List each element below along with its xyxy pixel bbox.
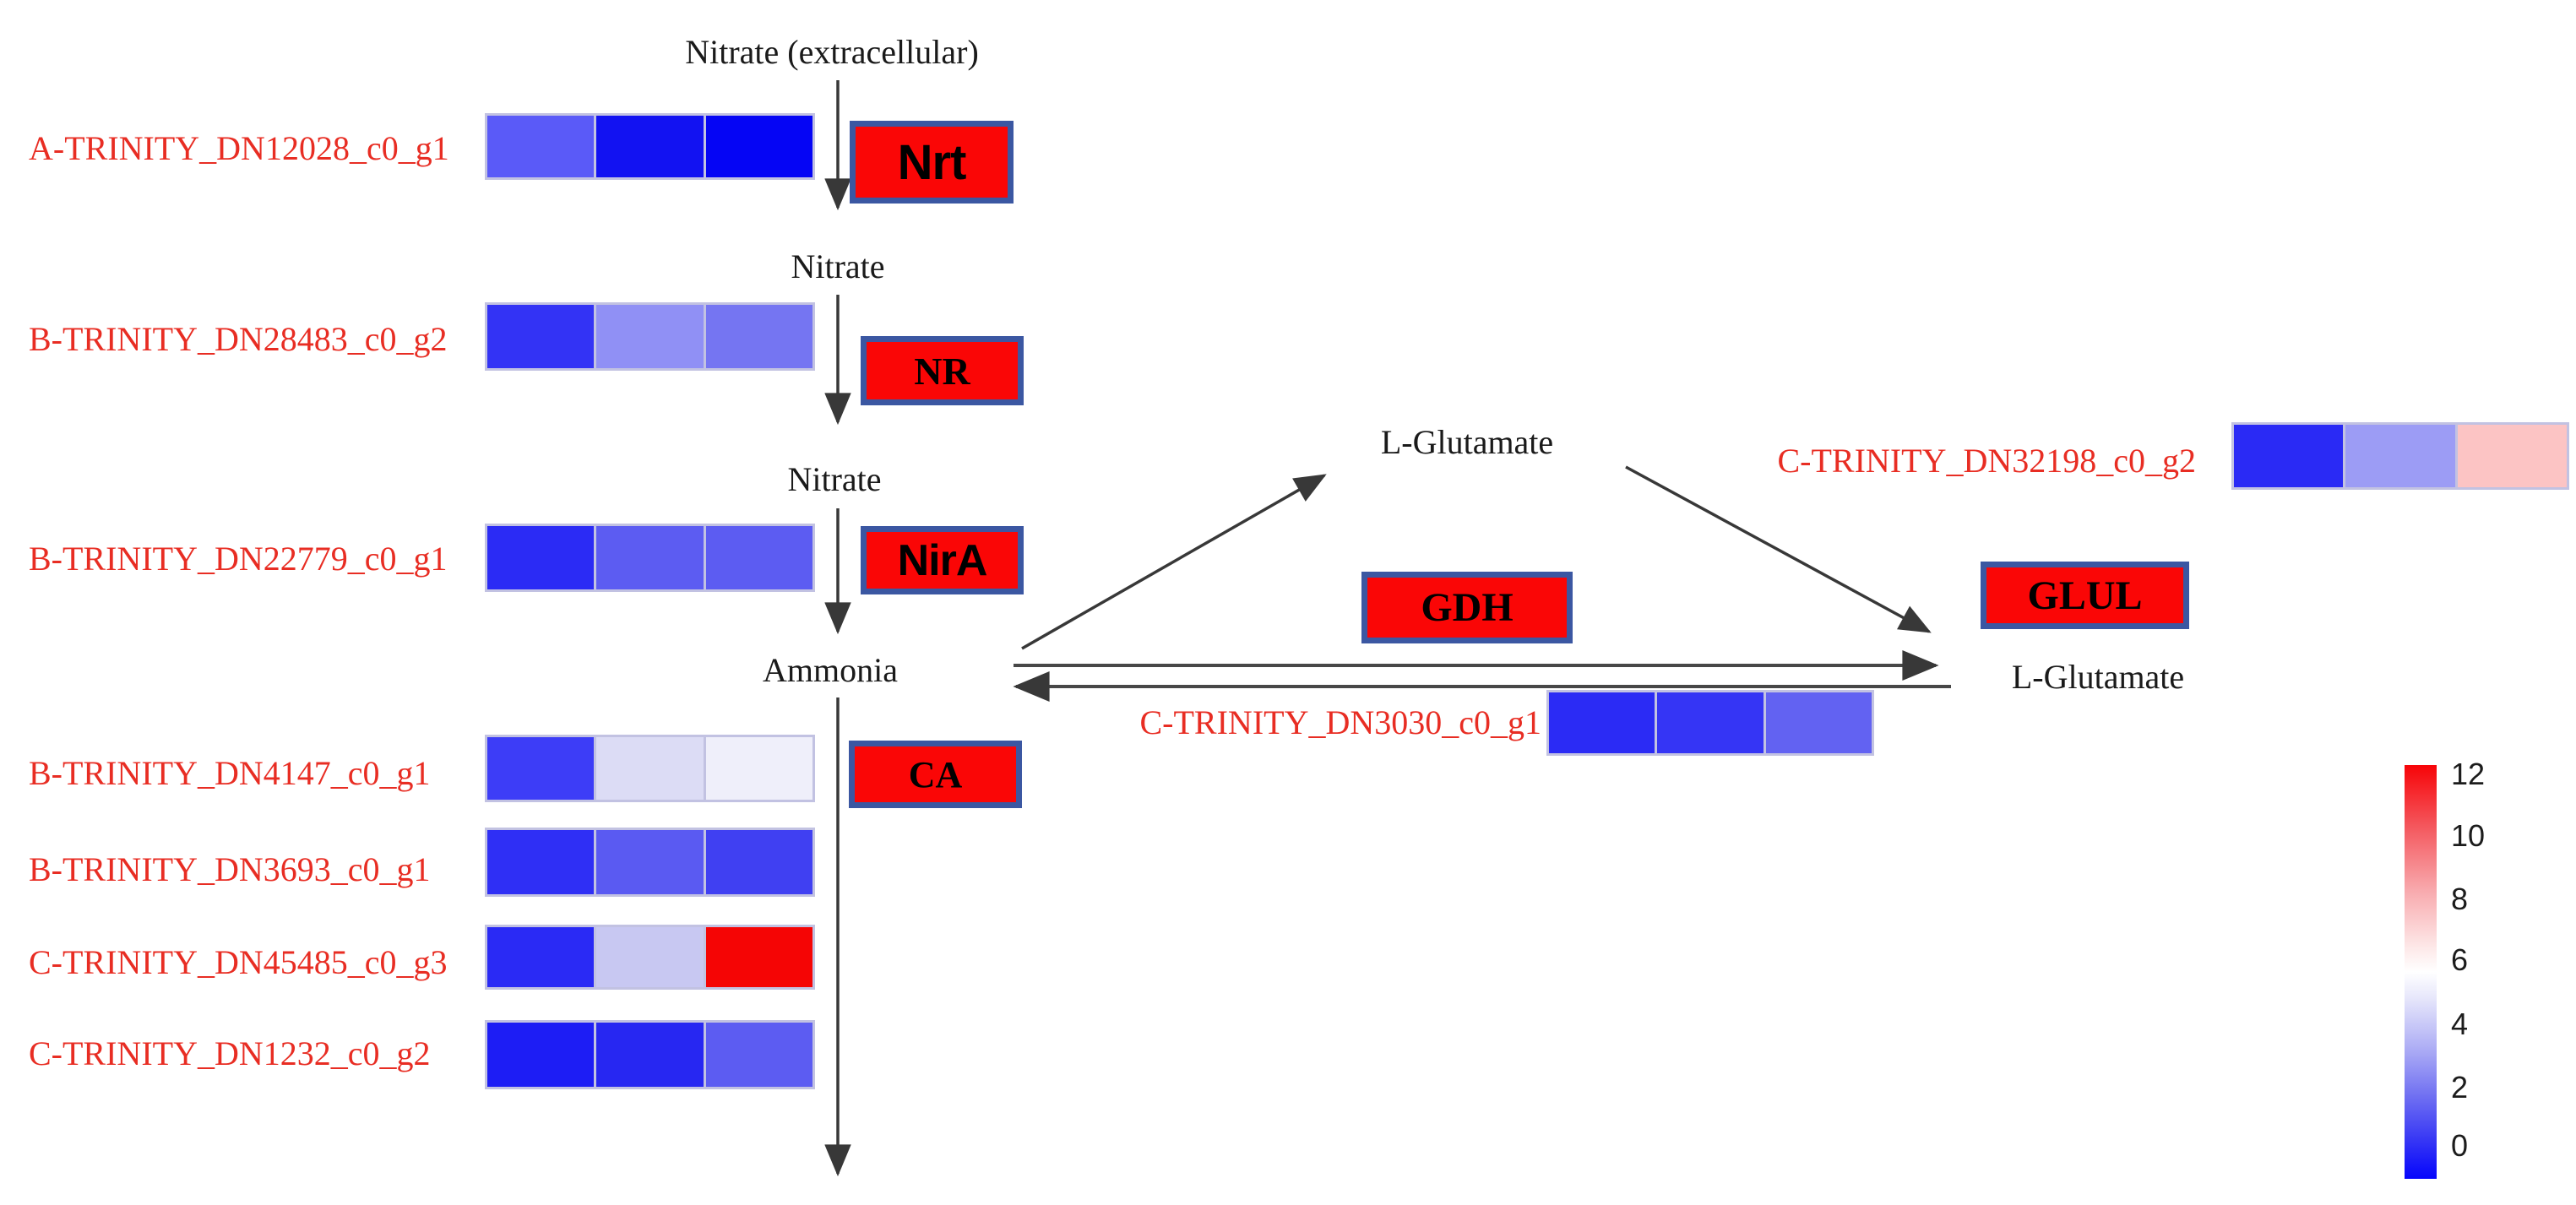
color-scale-tick: 12 (2451, 757, 2486, 791)
color-scale-tick: 0 (2451, 1128, 2469, 1163)
heatmap-cell (596, 116, 704, 177)
heatmap-cell (596, 1023, 704, 1087)
heatmap-cell (487, 526, 595, 589)
gene-label: A-TRINITY_DN12028_c0_g1 (29, 129, 449, 167)
color-scale-tick: 6 (2451, 942, 2469, 977)
heatmap-cell (705, 116, 812, 177)
metabolite-nitrate-extracellular: Nitrate (extracellular) (685, 33, 979, 71)
gene-heatmap (485, 1020, 815, 1089)
gene-heatmap (485, 524, 815, 592)
heatmap-cell (1765, 692, 1872, 753)
gene-heatmap (1546, 690, 1874, 756)
metabolite-nitrate-2: Nitrate (787, 460, 882, 498)
gene-label: B-TRINITY_DN28483_c0_g2 (29, 320, 448, 358)
metabolite-l-glutamate-right: L-Glutamate (2011, 658, 2185, 696)
gene-label: C-TRINITY_DN1232_c0_g2 (29, 1034, 431, 1072)
arrow-glutamate-upper-to-right (1625, 465, 1932, 633)
enzyme-box-gdh: GDH (1361, 572, 1573, 643)
heatmap-cell (2457, 425, 2567, 487)
gene-label: C-TRINITY_DN32198_c0_g2 (1777, 442, 2197, 480)
heatmap-cell (2345, 425, 2455, 487)
heatmap-cell (487, 305, 595, 368)
gene-heatmap (485, 302, 815, 371)
color-scale-tick: 2 (2451, 1070, 2469, 1105)
gene-heatmap (485, 735, 815, 802)
heatmap-cell (705, 737, 812, 800)
gene-label: B-TRINITY_DN3693_c0_g1 (29, 850, 431, 888)
color-scale-bar (2405, 765, 2437, 1179)
heatmap-cell (596, 737, 704, 800)
heatmap-cell (487, 116, 595, 177)
metabolite-ammonia: Ammonia (763, 651, 898, 689)
gene-heatmap (485, 113, 815, 180)
heatmap-cell (487, 830, 595, 894)
heatmap-cell (705, 305, 812, 368)
heatmap-cell (705, 927, 812, 987)
gene-label: C-TRINITY_DN3030_c0_g1 (1139, 703, 1542, 741)
heatmap-cell (2234, 425, 2344, 487)
heatmap-cell (487, 1023, 595, 1087)
heatmap-cell (1549, 692, 1655, 753)
heatmap-cell (487, 927, 595, 987)
enzyme-box-glul: GLUL (1981, 562, 2189, 629)
color-scale-tick: 8 (2451, 882, 2469, 916)
enzyme-box-ca: CA (849, 741, 1022, 808)
heatmap-cell (1657, 692, 1764, 753)
enzyme-box-nrt: Nrt (850, 121, 1014, 204)
color-scale-tick: 10 (2451, 818, 2486, 853)
gene-label: C-TRINITY_DN45485_c0_g3 (29, 943, 448, 981)
gene-label: B-TRINITY_DN4147_c0_g1 (29, 754, 431, 792)
metabolite-nitrate-1: Nitrate (791, 247, 885, 285)
heatmap-cell (596, 305, 704, 368)
heatmap-cell (705, 526, 812, 589)
color-scale-tick: 4 (2451, 1007, 2469, 1041)
enzyme-box-nr: NR (861, 336, 1024, 405)
arrow-ammonia-to-glutamate-upper (1021, 474, 1327, 650)
gene-heatmap (485, 925, 815, 990)
heatmap-cell (596, 830, 704, 894)
gene-heatmap (485, 828, 815, 897)
gene-label: B-TRINITY_DN22779_c0_g1 (29, 540, 448, 578)
heatmap-cell (705, 830, 812, 894)
heatmap-cell (487, 737, 595, 800)
metabolite-l-glutamate-upper: L-Glutamate (1380, 423, 1554, 461)
gene-heatmap (2231, 422, 2569, 490)
heatmap-cell (596, 526, 704, 589)
heatmap-cell (705, 1023, 812, 1087)
enzyme-box-nira: NirA (861, 526, 1024, 594)
heatmap-cell (596, 927, 704, 987)
